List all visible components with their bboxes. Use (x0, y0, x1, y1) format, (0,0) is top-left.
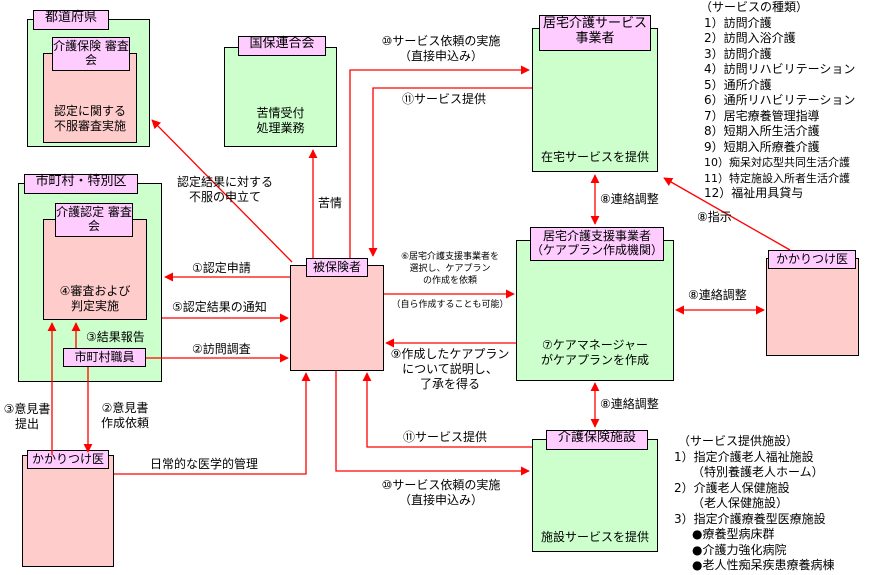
label-service-top: ⑪サービス提供 (402, 92, 487, 106)
kokuho-box (224, 47, 337, 147)
label-coord-right: ⑧連絡調整 (688, 288, 747, 302)
insured-title: 被保険者 (306, 258, 368, 277)
service-type-item: 5）通所介護 (704, 77, 772, 92)
municipality-body: ④審査および 判定実施 (59, 284, 131, 313)
label-opinion-request: ②意見書 作成依頼 (100, 401, 149, 430)
label-apply: ①認定申請 (192, 261, 251, 275)
home-service-title: 居宅介護サービス 事業者 (539, 15, 651, 51)
prefecture-committee-label: 介護保険 審査会 (52, 37, 130, 71)
facility-type-item: ●療養型病床群 (692, 527, 775, 541)
facility-types-list: （サービス提供施設） 1）指定介護老人福祉施設 （特別養護老人ホーム） 2）介護… (674, 434, 874, 574)
care-support-body: ⑦ケアマネージャー がケアプランを作成 (540, 338, 649, 367)
family-doctor-left-box (22, 455, 114, 567)
label-result-report: ③結果報告 (86, 330, 145, 344)
service-type-item: 9）短期入所療養介護 (704, 139, 820, 154)
service-type-item: 2）訪問入浴介護 (704, 31, 796, 45)
arrow-instruction (663, 177, 791, 251)
label-instruction: ⑧指示 (697, 210, 732, 224)
label-request-bottom: ⑩サービス依頼の実施 （直接申込み） (381, 478, 501, 507)
label-explain: ⑨作成したケアプラン について説明し、 了承を得る (390, 347, 510, 391)
care-support-box (516, 240, 674, 381)
municipality-committee-label: 介護認定 審査会 (55, 203, 133, 237)
service-type-item: 12）福祉用具貸与 (704, 186, 804, 200)
label-request-top: ⑩サービス依頼の実施 （直接申込み） (381, 34, 501, 63)
label-visit: ②訪問調査 (192, 342, 251, 356)
arrow-request-top (349, 65, 530, 258)
facility-type-item: 1）指定介護老人福祉施設 (674, 449, 814, 464)
facility-body: 施設サービスを提供 (540, 530, 649, 544)
arrow-request-bottom (335, 371, 530, 476)
facility-type-item: （老人保健施設） (692, 496, 789, 510)
facility-type-item: （特別養護老人ホーム） (692, 465, 824, 479)
facility-type-item: ●老人性痴呆疾患療養病棟 (692, 558, 835, 572)
facility-type-item: ●介護力強化病院 (692, 542, 787, 557)
kokuho-body: 苦情受付 処理業務 (256, 106, 305, 135)
service-type-item: 1）訪問介護 (704, 15, 772, 30)
insured-box (290, 265, 384, 371)
label-self-create: （自ら作成することも可能） (391, 300, 509, 310)
home-service-body: 在宅サービスを提供 (540, 150, 649, 164)
service-type-item: 4）訪問リハビリテーション (704, 62, 856, 76)
kokuho-title: 国保連合会 (238, 36, 326, 56)
label-complaint: 苦情 (318, 196, 343, 210)
label-opinion-submit: ③意見書 提出 (3, 402, 51, 431)
facility-types-heading: （サービス提供施設） (678, 434, 799, 448)
family-doctor-right-box (766, 258, 859, 356)
arrow-service-bottom (362, 372, 532, 448)
family-doctor-right-title: かかりつけ医 (768, 250, 856, 269)
service-types-list: （サービスの種類） 1）訪問介護 2）訪問入浴介護 3）訪問介護 4）訪問リハビ… (700, 0, 874, 202)
label-notify: ⑤認定結果の通知 (172, 300, 267, 314)
label-coord-bottom: ⑧連絡調整 (600, 397, 659, 411)
label-select-provider: ⑥居宅介護支援事業者を 選択し、ケアプラン の作成を依頼 (400, 252, 500, 286)
service-type-item: 7）居宅療養管理指導 (704, 108, 820, 123)
service-types-heading: （サービスの種類） (700, 0, 809, 14)
municipality-title: 市町村・特別区 (24, 174, 138, 194)
arrow-service-top (368, 87, 532, 257)
facility-type-item: 2）介護老人保健施設 (674, 480, 790, 495)
label-service-bottom: ⑪サービス提供 (403, 430, 488, 444)
arrow-appeal (151, 119, 293, 263)
home-service-box (532, 28, 658, 172)
municipality-staff: 市町村職員 (63, 348, 146, 367)
care-support-title: 居宅介護支援事業者 （ケアプラン作成機関） (530, 227, 664, 261)
arrow-medical (114, 372, 311, 475)
service-type-item: 8）短期入所生活介護 (704, 124, 820, 138)
family-doctor-left-title: かかりつけ医 (27, 450, 109, 469)
label-appeal: 認定結果に対する 不服の申立て (176, 175, 273, 204)
facility-type-item: 3）指定介護療養型医療施設 (674, 511, 826, 526)
service-type-item: 3）訪問介護 (704, 46, 772, 61)
facility-title: 介護保険施設 (546, 430, 648, 450)
prefecture-body: 認定に関する 不服審査実施 (53, 104, 126, 133)
label-coord-top: ⑧連絡調整 (600, 192, 659, 206)
prefecture-title: 都道府県 (33, 10, 109, 30)
service-type-item: 10）痴呆対応型共同生活介護 (704, 156, 850, 169)
service-type-item: 11）特定施設入所者生活介護 (704, 171, 850, 185)
facility-box (532, 439, 658, 552)
label-medical: 日常的な医学的管理 (150, 457, 259, 471)
service-type-item: 6）通所リハビリテーション (704, 93, 856, 107)
